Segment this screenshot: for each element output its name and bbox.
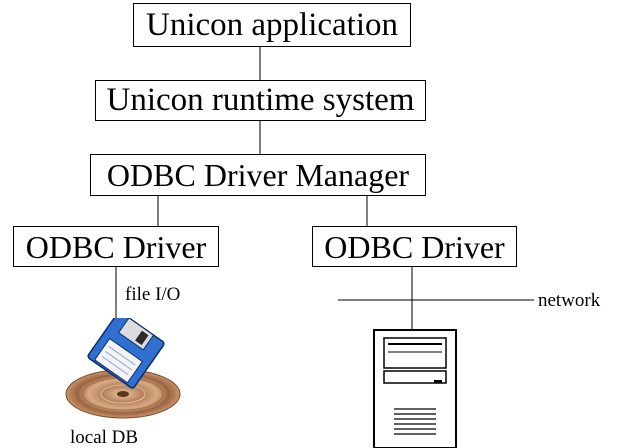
label-local-db: local DB bbox=[70, 427, 139, 448]
node-odbc-driver-left: ODBC Driver bbox=[13, 226, 219, 267]
node-odbc-driver-right: ODBC Driver bbox=[312, 226, 517, 267]
local-db-graphic bbox=[65, 318, 181, 419]
node-unicon-runtime-system: Unicon runtime system bbox=[95, 80, 426, 121]
database-disc-icon bbox=[65, 369, 181, 419]
floppy-disk-icon bbox=[87, 318, 165, 389]
label-network: network bbox=[538, 290, 601, 311]
server-tower-icon bbox=[373, 329, 457, 448]
label-file-io: file I/O bbox=[125, 284, 181, 305]
node-odbc-driver-manager: ODBC Driver Manager bbox=[90, 154, 426, 196]
node-unicon-application: Unicon application bbox=[133, 3, 411, 47]
